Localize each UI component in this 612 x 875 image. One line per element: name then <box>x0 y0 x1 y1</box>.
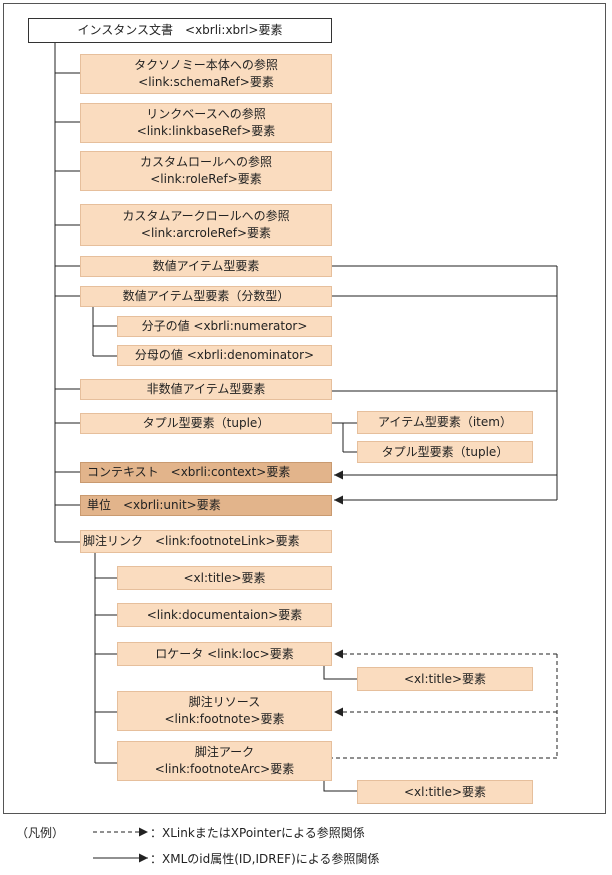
locator-title-box: <xl:title>要素 <box>357 667 533 691</box>
non-numeric-item-box: 非数値アイテム型要素 <box>80 379 332 400</box>
xl-title-box: <xl:title>要素 <box>117 566 332 590</box>
locator-box: ロケータ <link:loc>要素 <box>117 642 332 666</box>
documentation-box: <link:documentaion>要素 <box>117 603 332 627</box>
role-ref-box: カスタムロールへの参照<link:roleRef>要素 <box>80 151 332 191</box>
arc-title-box: <xl:title>要素 <box>357 780 533 804</box>
unit-box: 単位 <xbrli:unit>要素 <box>80 495 332 516</box>
legend-dashed-text: ：XLinkまたはXPointerによる参照関係 <box>150 826 365 840</box>
tuple-box: タプル型要素（tuple） <box>80 413 332 434</box>
tuple-item-box: アイテム型要素（item） <box>357 411 533 434</box>
legend-label: （凡例） <box>16 826 65 840</box>
arcrole-ref-box: カスタムアークロールへの参照<link:arcroleRef>要素 <box>80 204 332 246</box>
schema-ref-box: タクソノミー本体への参照<link:schemaRef>要素 <box>80 54 332 94</box>
numerator-box: 分子の値 <xbrli:numerator> <box>117 316 332 337</box>
instance-document-root: インスタンス文書 <xbrli:xbrl>要素 <box>28 18 332 43</box>
footnote-arc-box: 脚注アーク<link:footnoteArc>要素 <box>117 741 332 781</box>
tuple-tuple-box: タプル型要素（tuple） <box>357 441 533 463</box>
footnote-link-box: 脚注リンク <link:footnoteLink>要素 <box>80 530 332 553</box>
denominator-box: 分母の値 <xbrli:denominator> <box>117 345 332 366</box>
diagram-frame <box>3 3 606 814</box>
linkbase-ref-box: リンクベースへの参照<link:linkbaseRef>要素 <box>80 103 332 143</box>
fraction-item-box: 数値アイテム型要素（分数型） <box>80 286 332 307</box>
footnote-resource-box: 脚注リソース<link:footnote>要素 <box>117 691 332 731</box>
legend-solid-text: ：XMLのid属性(ID,IDREF)による参照関係 <box>150 852 380 866</box>
context-box: コンテキスト <xbrli:context>要素 <box>80 462 332 483</box>
numeric-item-box: 数値アイテム型要素 <box>80 256 332 277</box>
